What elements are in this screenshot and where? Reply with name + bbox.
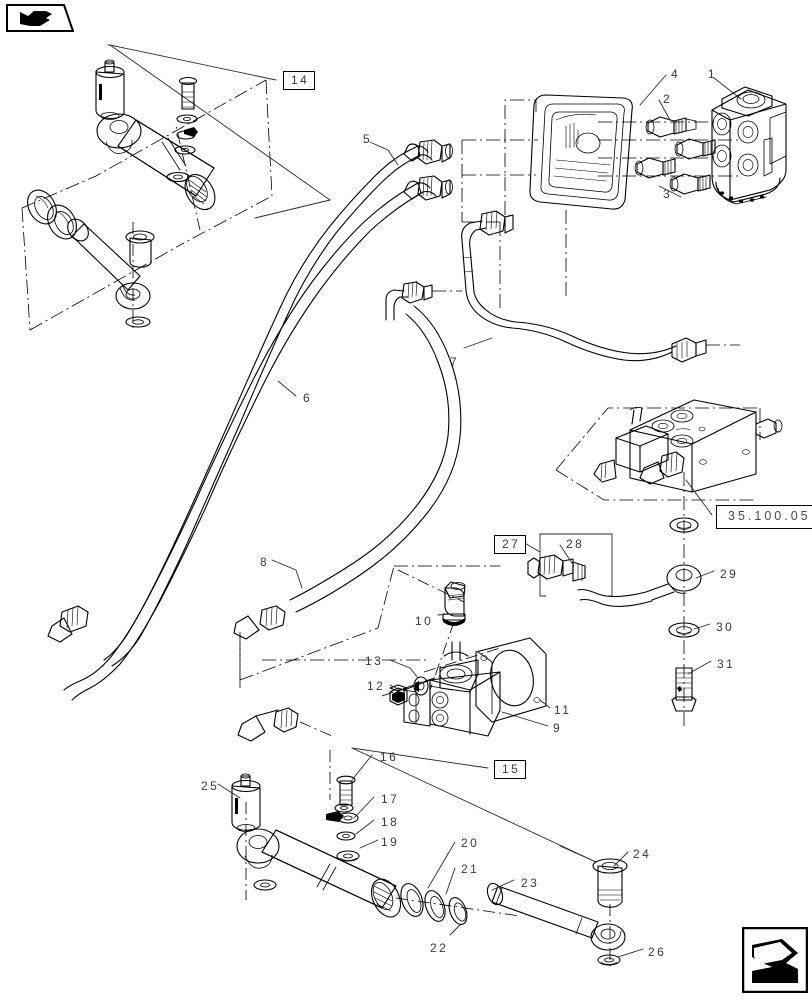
boxed-callout-27[interactable]: 27 bbox=[494, 535, 527, 554]
left-cylinder-bolt-stack bbox=[166, 76, 201, 231]
hydraulic-fittings-2-3 bbox=[634, 116, 716, 195]
plate-centerline-frame bbox=[461, 99, 567, 310]
callout-1[interactable]: 1 bbox=[708, 67, 718, 81]
pump-region-centerline-frame bbox=[239, 565, 500, 681]
callout-25[interactable]: 25 bbox=[201, 779, 220, 793]
steering-mount-plate bbox=[529, 94, 633, 210]
cylinder-bolt-stack bbox=[326, 750, 360, 862]
pump-gasket bbox=[475, 637, 547, 723]
left-rod-bushing bbox=[125, 222, 155, 330]
group-27-tube-assembly bbox=[522, 533, 613, 597]
front-direction-arrow-marker bbox=[6, 4, 75, 32]
callout-21[interactable]: 21 bbox=[461, 862, 480, 876]
callout-26[interactable]: 26 bbox=[648, 945, 667, 959]
forward-direction-arrow-marker bbox=[741, 926, 809, 994]
tube-7 bbox=[461, 210, 740, 363]
steering-control-unit bbox=[711, 86, 787, 205]
hose-8 bbox=[233, 305, 462, 690]
boxed-callout-15[interactable]: 15 bbox=[494, 760, 527, 779]
callout-9[interactable]: 9 bbox=[553, 721, 563, 735]
group-15-right-cylinder bbox=[217, 747, 644, 968]
banjo-stack-29-30-31 bbox=[577, 472, 715, 728]
callout-28[interactable]: 28 bbox=[566, 537, 585, 551]
callout-7[interactable]: 7 bbox=[450, 355, 460, 369]
callout-12[interactable]: 12 bbox=[367, 679, 386, 693]
callout-22[interactable]: 22 bbox=[430, 941, 449, 955]
seal-rings bbox=[395, 883, 521, 925]
callout-24[interactable]: 24 bbox=[633, 847, 652, 861]
callout-3[interactable]: 3 bbox=[663, 187, 673, 201]
bushing-24 bbox=[592, 858, 628, 908]
hose-6 bbox=[47, 175, 453, 701]
callout-4[interactable]: 4 bbox=[671, 67, 681, 81]
pump-assembly bbox=[381, 569, 551, 737]
callout-8[interactable]: 8 bbox=[260, 555, 270, 569]
callout-16[interactable]: 16 bbox=[380, 750, 399, 764]
callout-10[interactable]: 10 bbox=[415, 614, 434, 628]
left-cylinder-seals bbox=[27, 189, 77, 240]
hose-5 bbox=[103, 139, 453, 667]
callout-5[interactable]: 5 bbox=[363, 132, 373, 146]
callout-2[interactable]: 2 bbox=[663, 92, 673, 106]
cylinder-barrel-19 bbox=[236, 828, 402, 918]
callout-11[interactable]: 11 bbox=[554, 703, 572, 717]
callout-29[interactable]: 29 bbox=[720, 567, 739, 581]
group-14-left-cylinder bbox=[21, 44, 331, 331]
boxed-callout-14[interactable]: 14 bbox=[283, 71, 316, 90]
callout-20[interactable]: 20 bbox=[461, 836, 480, 850]
callout-19[interactable]: 19 bbox=[381, 835, 400, 849]
tube-7-left-elbow bbox=[385, 280, 462, 321]
reference-box-35-100-05[interactable]: 35.100.05 bbox=[716, 505, 812, 529]
group-steering-unit bbox=[529, 74, 787, 210]
callout-13[interactable]: 13 bbox=[365, 654, 384, 668]
valve-block-assembly bbox=[555, 399, 783, 516]
hose-5-left-fitting bbox=[237, 707, 333, 742]
callout-30[interactable]: 30 bbox=[716, 620, 735, 634]
pivot-pin-left bbox=[95, 59, 125, 120]
callout-31[interactable]: 31 bbox=[717, 657, 736, 671]
callout-18[interactable]: 18 bbox=[381, 815, 400, 829]
callout-6[interactable]: 6 bbox=[303, 391, 313, 405]
cylinder-rod-23 bbox=[486, 882, 626, 951]
callout-23[interactable]: 23 bbox=[521, 876, 540, 890]
callout-17[interactable]: 17 bbox=[381, 792, 400, 806]
pivot-pin-25 bbox=[231, 773, 261, 832]
